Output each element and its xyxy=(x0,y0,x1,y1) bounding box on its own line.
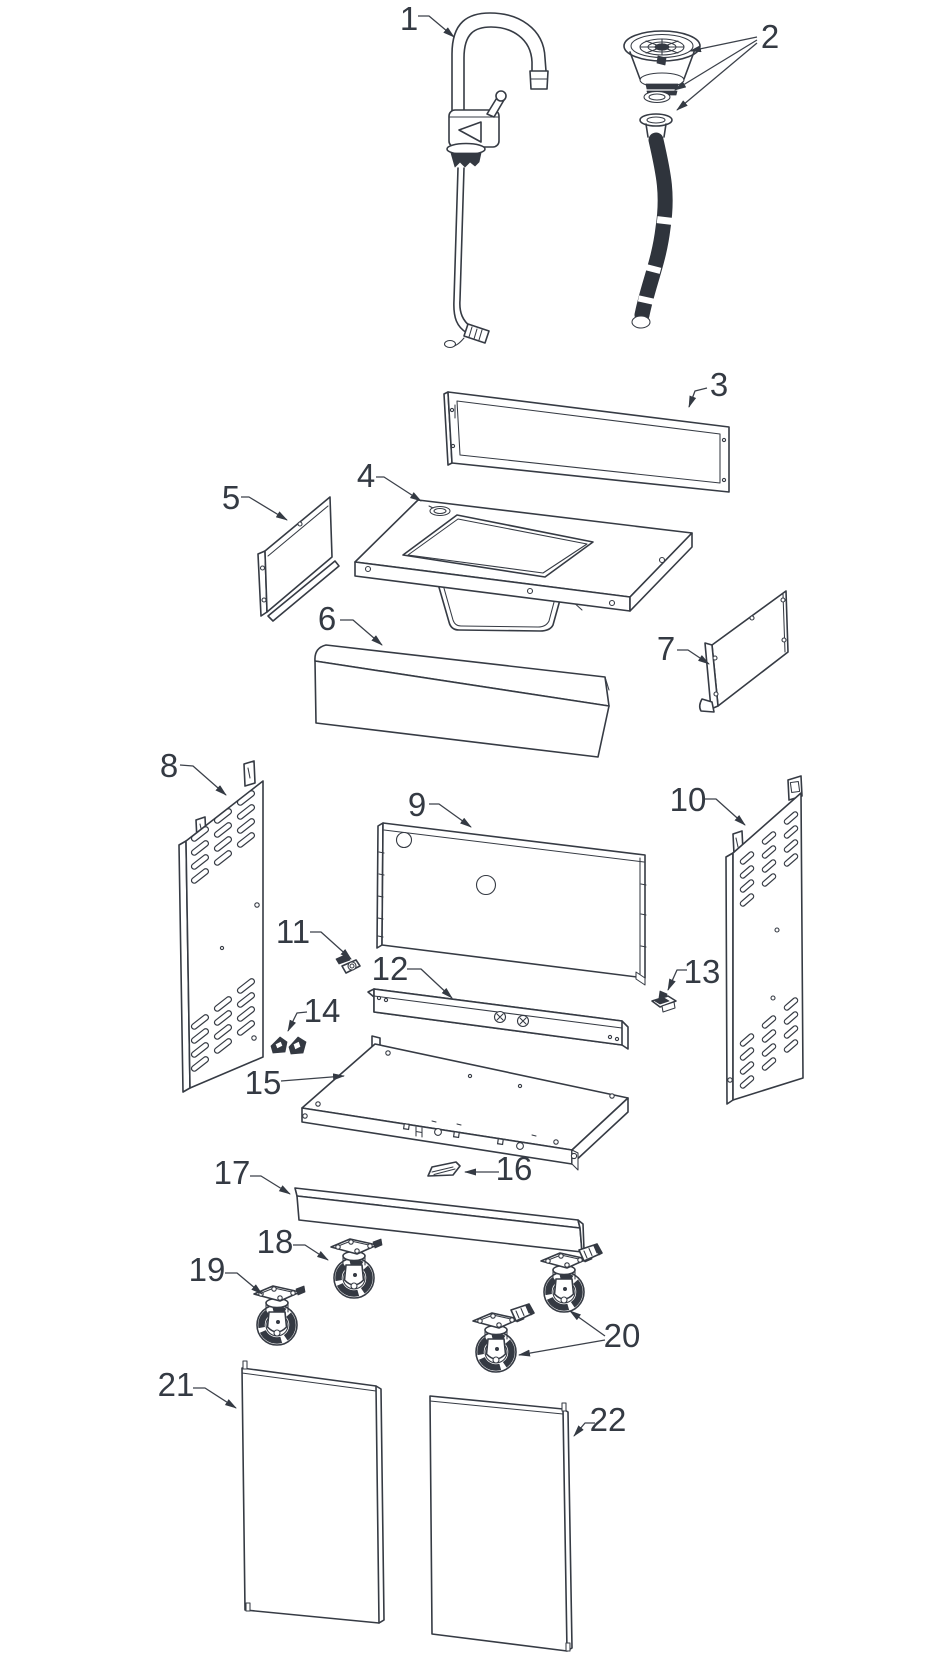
part-label-7: 7 xyxy=(657,630,675,667)
part-back-guard-panel xyxy=(443,391,730,493)
part-label-11: 11 xyxy=(276,913,310,950)
part-drain-assembly xyxy=(623,30,701,329)
leader-lines xyxy=(179,15,758,1437)
leader-2b xyxy=(674,39,758,91)
part-sink-countertop xyxy=(354,499,693,632)
part-label-19: 19 xyxy=(189,1251,226,1288)
part-label-9: 9 xyxy=(408,786,426,823)
part-label-3: 3 xyxy=(710,366,728,403)
part-caster-20a xyxy=(541,1244,602,1312)
leader-21 xyxy=(193,1387,237,1409)
leader-6 xyxy=(340,619,383,646)
part-right-side-panel xyxy=(725,775,804,1105)
leader-20b xyxy=(518,1339,606,1357)
part-rear-panel xyxy=(376,822,647,986)
leader-12 xyxy=(407,968,453,999)
leader-19 xyxy=(225,1272,263,1295)
part-label-22: 22 xyxy=(590,1401,627,1438)
leader-14 xyxy=(287,1011,308,1032)
leader-7 xyxy=(677,649,710,665)
leader-10 xyxy=(704,798,746,826)
part-label-10: 10 xyxy=(670,781,707,818)
part-label-8: 8 xyxy=(160,747,178,784)
part-label-21: 21 xyxy=(158,1366,195,1403)
part-caster-18 xyxy=(331,1239,382,1298)
part-label-17: 17 xyxy=(214,1154,251,1191)
part-right-door xyxy=(429,1395,573,1652)
part-label-13: 13 xyxy=(684,953,721,990)
leader-18 xyxy=(293,1244,329,1261)
part-label-14: 14 xyxy=(304,992,341,1029)
leader-11 xyxy=(310,931,352,960)
part-right-upper-side-panel xyxy=(698,590,789,713)
leader-22 xyxy=(573,1422,595,1437)
part-front-upper-panel xyxy=(314,644,610,758)
part-left-side-panel xyxy=(178,760,264,1093)
leader-15 xyxy=(280,1073,345,1082)
part-label-2: 2 xyxy=(761,18,779,55)
part-rear-cross-rail xyxy=(367,988,629,1050)
part-label-6: 6 xyxy=(318,600,336,637)
leader-5 xyxy=(241,496,288,521)
leader-17 xyxy=(250,1175,291,1195)
part-bottom-shelf xyxy=(301,1035,629,1171)
part-front-bottom-rail xyxy=(294,1187,585,1253)
leader-2c xyxy=(676,42,758,111)
leader-8 xyxy=(179,764,227,796)
leader-9 xyxy=(429,803,472,828)
leader-3 xyxy=(688,387,708,408)
part-label-20: 20 xyxy=(604,1317,641,1354)
part-label-5: 5 xyxy=(222,479,240,516)
leader-2a xyxy=(689,36,758,53)
part-label-16: 16 xyxy=(496,1150,533,1187)
leader-4 xyxy=(376,476,422,502)
part-caster-19 xyxy=(254,1286,305,1345)
part-label-18: 18 xyxy=(257,1223,294,1260)
part-label-1: 1 xyxy=(400,0,418,37)
leader-13 xyxy=(667,969,687,991)
part-door-hinge-set xyxy=(270,1036,307,1055)
part-label-12: 12 xyxy=(372,950,409,987)
part-flat-bracket xyxy=(427,1161,461,1177)
part-faucet xyxy=(443,12,549,349)
leader-20a xyxy=(569,1310,606,1337)
part-label-4: 4 xyxy=(357,457,375,494)
part-label-15: 15 xyxy=(245,1064,282,1101)
part-caster-20b xyxy=(473,1304,534,1372)
part-number-labels: 1 2 3 4 5 6 7 8 9 10 11 12 13 14 15 16 1… xyxy=(158,0,780,1438)
leader-1 xyxy=(418,15,455,38)
part-left-door xyxy=(241,1360,385,1624)
part-right-bracket xyxy=(651,990,677,1013)
part-left-upper-side-panel xyxy=(257,496,340,622)
